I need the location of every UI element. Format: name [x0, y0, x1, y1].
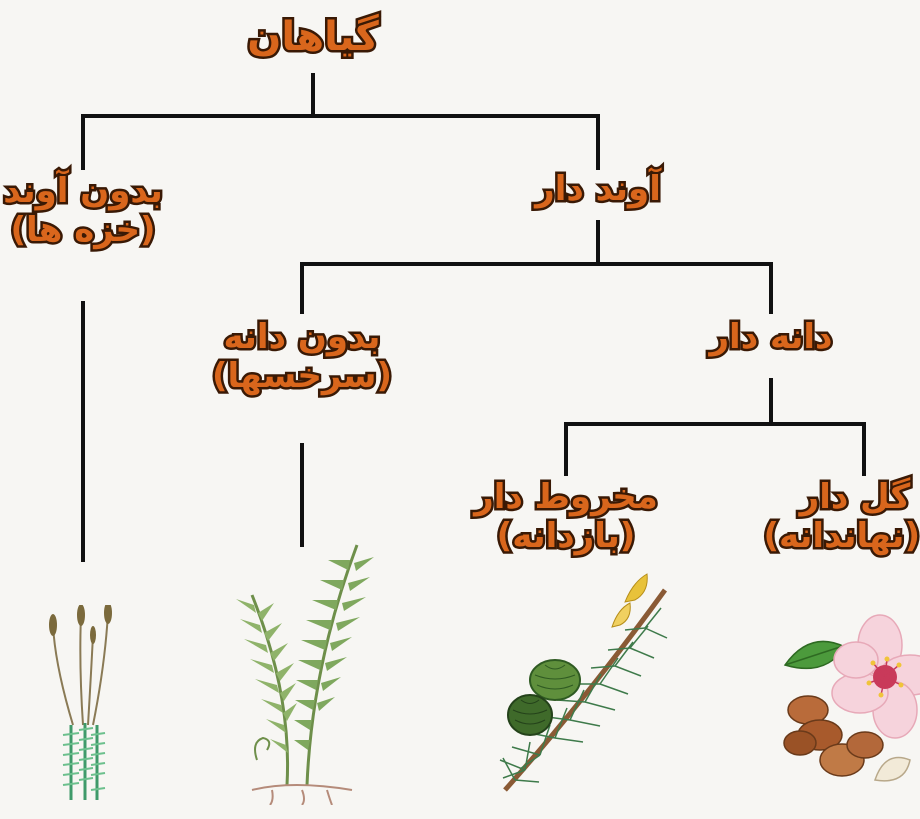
- seedless-label: بدون دانه (سرخسها): [212, 318, 392, 396]
- cone-label: مخروط دار (بازدانه): [466, 478, 666, 556]
- seed-label: دانه دار: [686, 318, 856, 357]
- pine-branch-icon: [495, 570, 685, 800]
- vascular-label: آوند دار: [488, 170, 708, 209]
- almond-blossom-icon: [780, 605, 920, 805]
- flower-label: گل دار (نهاندانه): [790, 478, 920, 556]
- root-label-text: گیاهان: [213, 14, 413, 60]
- nonvascular-sub-text: (خزه ها): [0, 211, 166, 250]
- flower-label-text: گل دار: [790, 478, 920, 517]
- cone-label-text: مخروط دار: [466, 478, 666, 517]
- seedless-label-text: بدون دانه: [212, 318, 392, 357]
- fern-icon: [232, 535, 382, 805]
- moss-icon: [33, 605, 133, 805]
- seedless-sub-text: (سرخسها): [212, 357, 392, 396]
- vascular-label-text: آوند دار: [488, 170, 708, 209]
- seed-label-text: دانه دار: [686, 318, 856, 357]
- root-label: گیاهان: [213, 14, 413, 60]
- nonvascular-label-text: بدون آوند: [0, 172, 166, 211]
- flower-sub-text: (نهاندانه): [790, 517, 920, 556]
- cone-sub-text: (بازدانه): [466, 517, 666, 556]
- nonvascular-label: بدون آوند (خزه ها): [0, 172, 166, 250]
